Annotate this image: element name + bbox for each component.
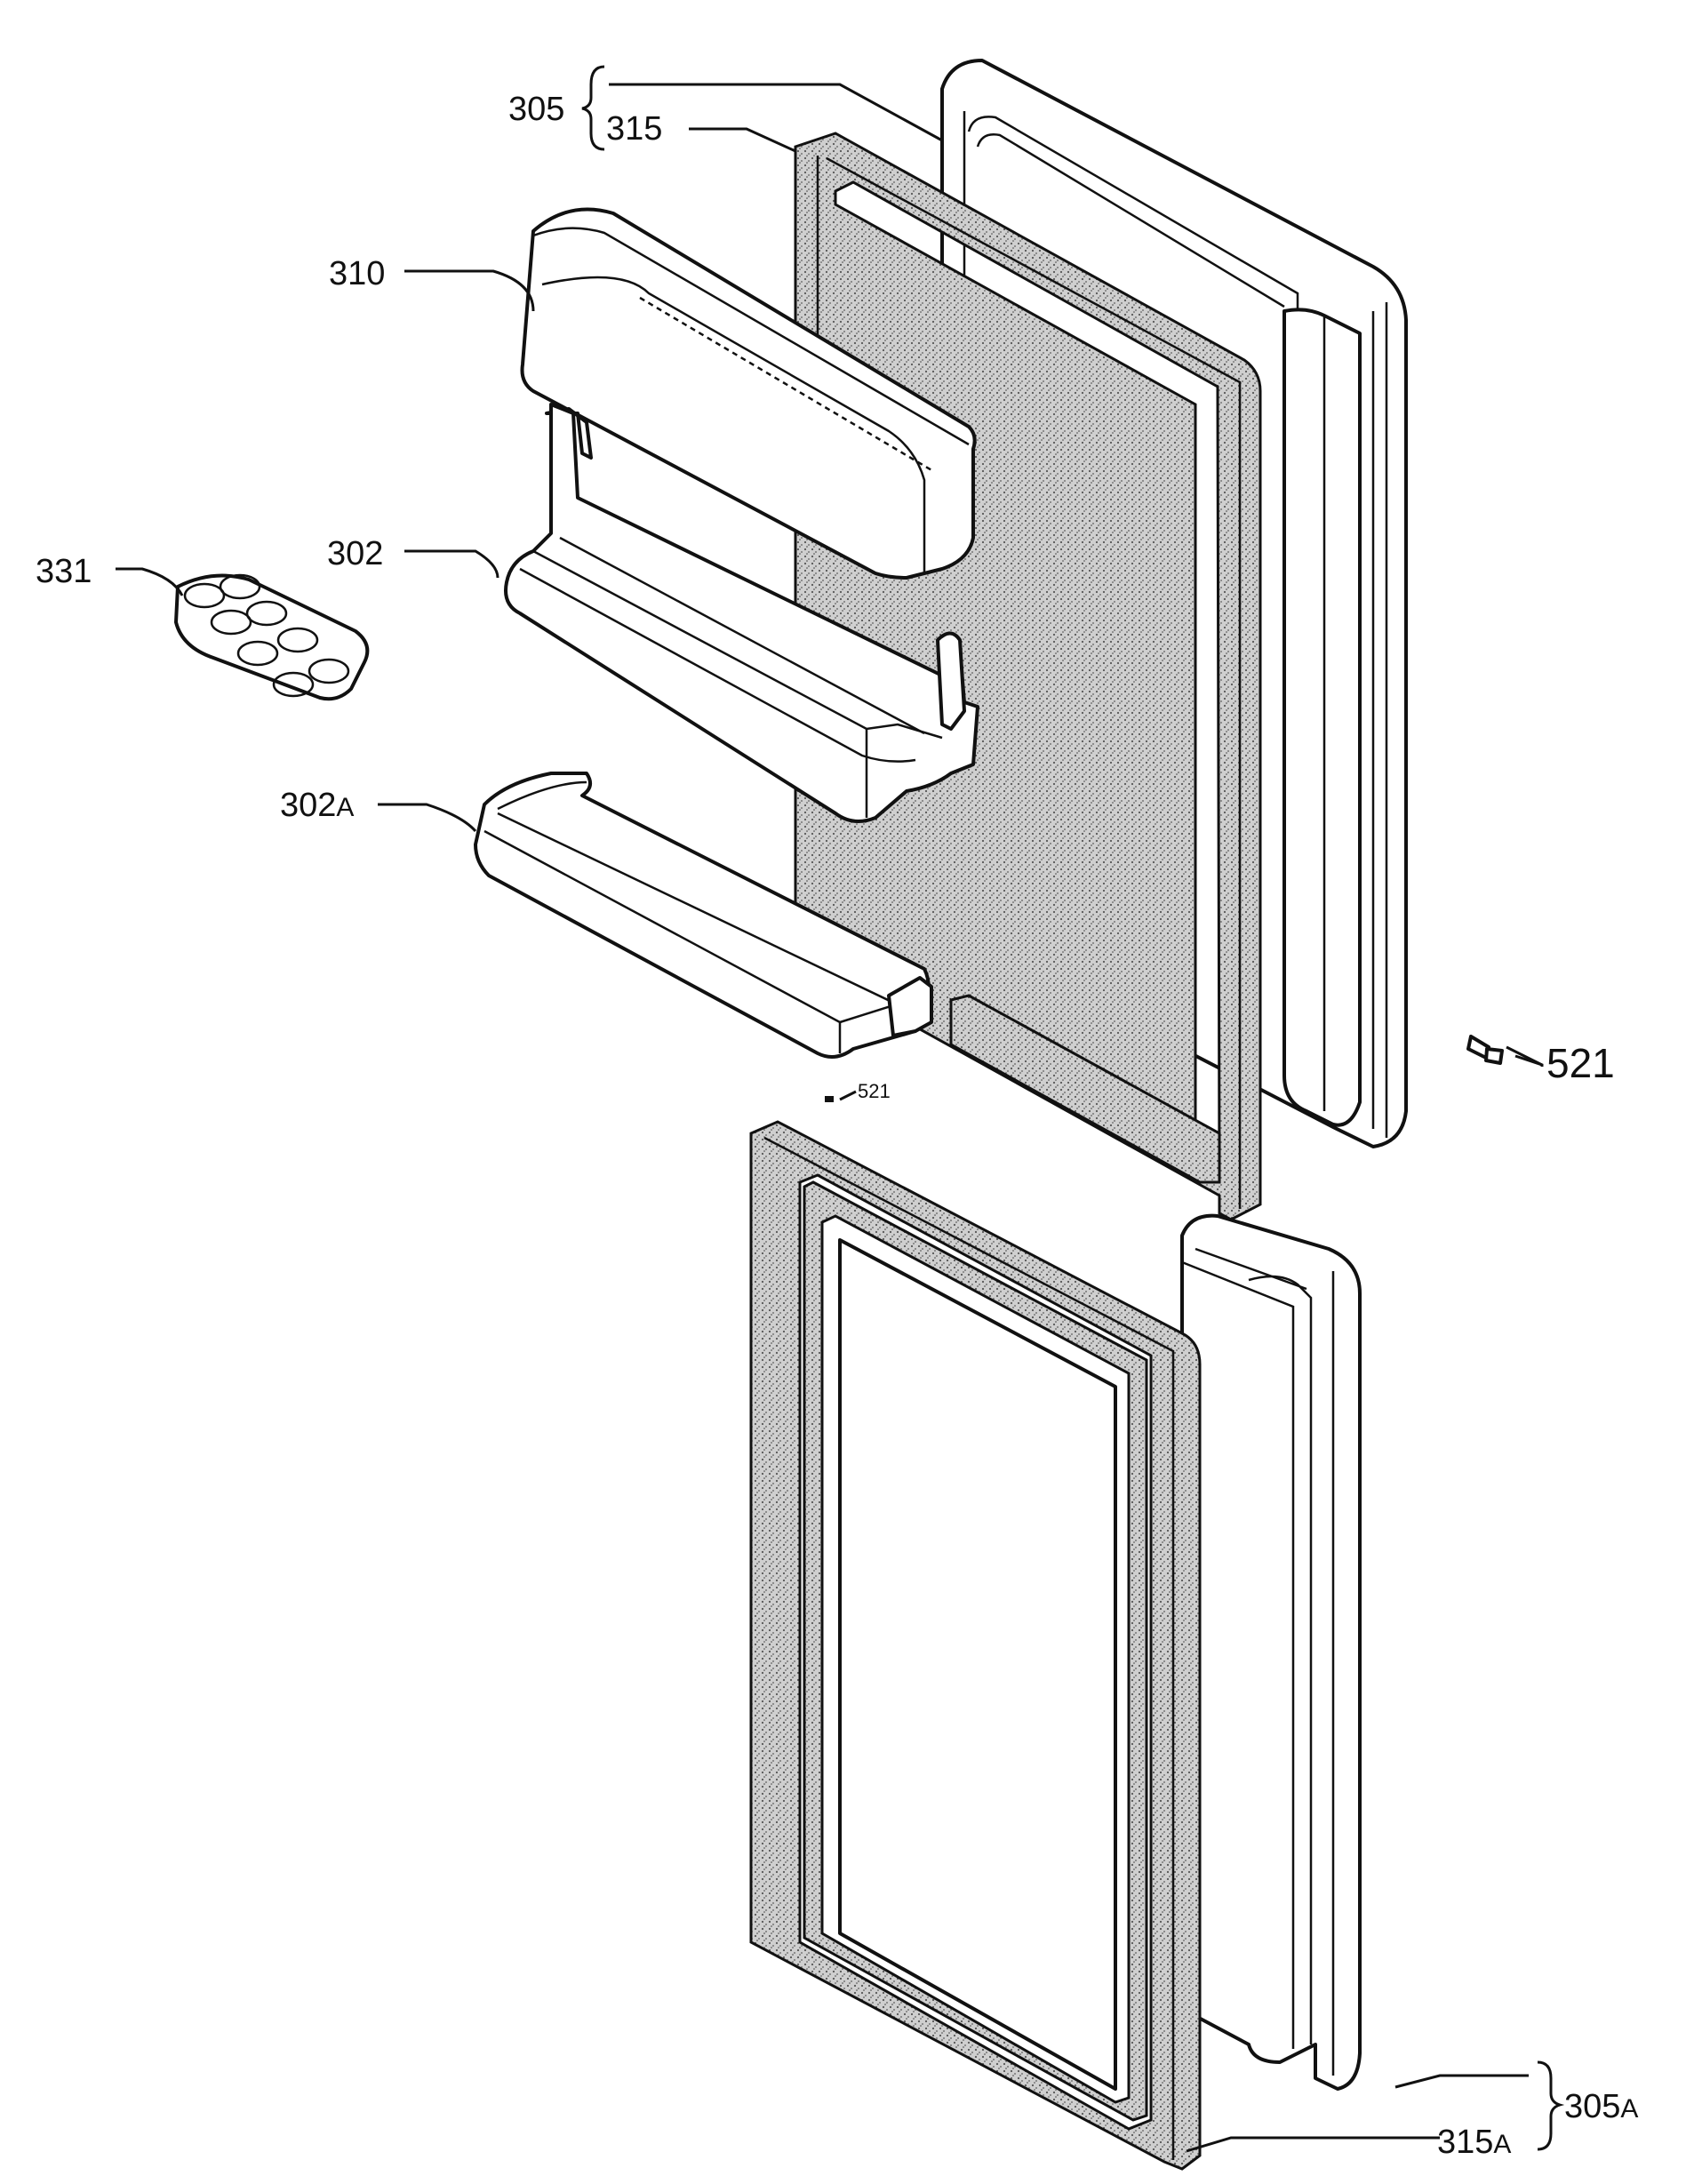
label-331: 331 bbox=[36, 553, 92, 590]
door-shelf-302a bbox=[474, 772, 933, 1059]
label-302a: 302A bbox=[280, 787, 354, 824]
label-315a: 315A bbox=[1437, 2124, 1511, 2161]
label-302a-suffix: A bbox=[336, 793, 354, 822]
label-315a-number: 315 bbox=[1437, 2124, 1493, 2161]
label-315a-suffix: A bbox=[1493, 2130, 1511, 2159]
label-305a-number: 305 bbox=[1564, 2088, 1620, 2125]
label-305a-suffix: A bbox=[1620, 2094, 1638, 2124]
leader-lines bbox=[116, 65, 1565, 2153]
screw-521 bbox=[1466, 1035, 1504, 1065]
label-305a: 305A bbox=[1564, 2088, 1638, 2125]
label-305: 305 bbox=[508, 91, 564, 128]
label-310: 310 bbox=[329, 255, 385, 292]
lower-door-305a bbox=[1180, 1213, 1362, 2091]
label-302a-number: 302 bbox=[280, 787, 336, 824]
label-521: 521 bbox=[1546, 1040, 1615, 1086]
upper-gasket-bottom-strip bbox=[949, 994, 1221, 1184]
label-302: 302 bbox=[327, 535, 383, 572]
door-shelf-302 bbox=[504, 403, 979, 823]
label-315: 315 bbox=[606, 110, 662, 148]
egg-tray-331 bbox=[174, 573, 370, 701]
dairy-cover-310 bbox=[520, 207, 977, 580]
screw-521-small bbox=[825, 1096, 834, 1102]
lower-gasket-315a bbox=[749, 1120, 1202, 2171]
label-521-small: 521 bbox=[858, 1080, 891, 1102]
